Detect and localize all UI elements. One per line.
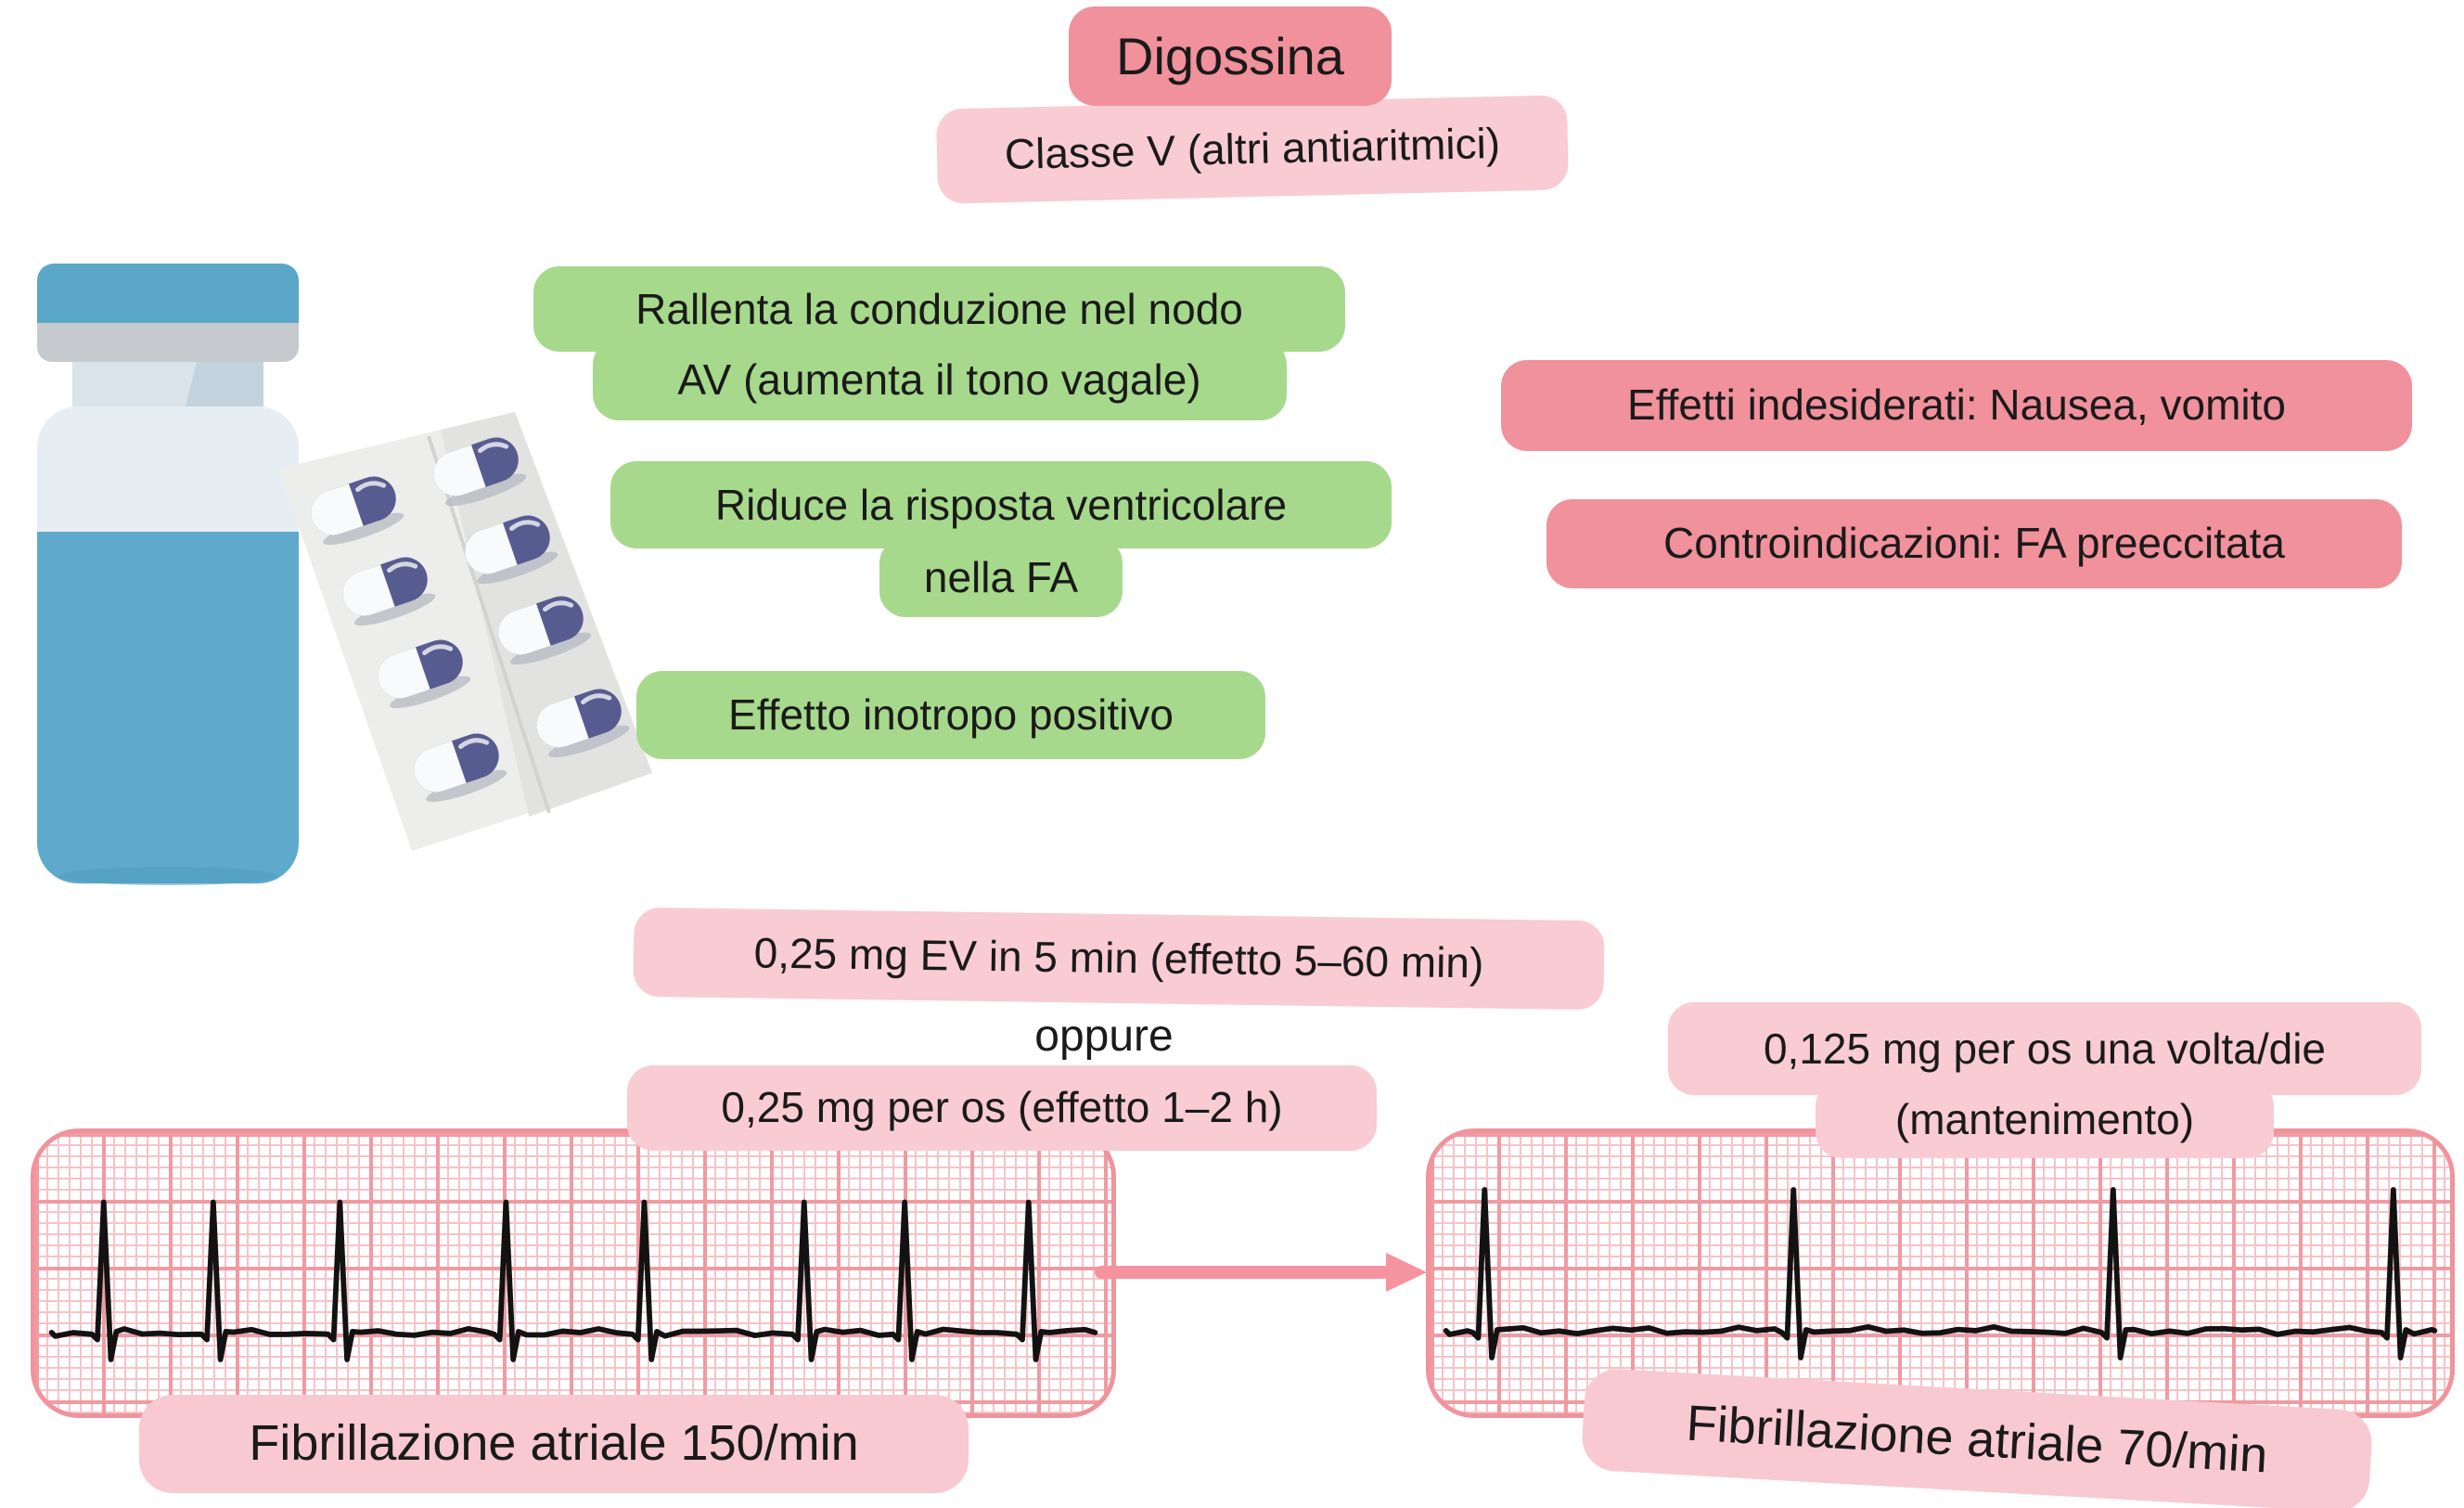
dose-oral-text: 0,25 mg per os (effetto 1–2 h) [721, 1083, 1283, 1132]
dose-maintenance-line: 0,125 mg per os una volta/die [1668, 1002, 2421, 1095]
blister-pack-icon [278, 412, 652, 851]
capsule-pill [433, 437, 527, 507]
side-effects-box: Effetti indesiderati: Nausea, vomito [1501, 360, 2412, 451]
ecg-trace-before [48, 1199, 1098, 1362]
vial-cap [37, 264, 299, 323]
dose-oral-box: 0,25 mg per os (effetto 1–2 h) [627, 1065, 1377, 1151]
note-line: Effetto inotropo positivo [728, 690, 1174, 739]
capsule-pill [378, 639, 471, 709]
mechanism-note-inotropic: Effetto inotropo positivo [636, 671, 1265, 759]
note-line: Rallenta la conduzione nel nodo [533, 266, 1345, 352]
vial-bottom-shade [58, 867, 277, 885]
dose-alternative-text: oppure [1034, 1012, 1174, 1061]
transition-arrow-head-icon [1386, 1253, 1427, 1292]
drug-class-text: Classe V (altri antiaritmici) [1004, 119, 1501, 179]
vial-liquid [37, 532, 299, 883]
mechanism-note-av-conduction: Rallenta la conduzione nel nodo AV (aume… [533, 266, 1345, 420]
drug-class-badge: Classe V (altri antiaritmici) [935, 95, 1570, 204]
ecg-before-label-text: Fibrillazione atriale 150/min [249, 1415, 859, 1472]
ecg-strip-after [1426, 1128, 2455, 1418]
ecg-strip-before [31, 1128, 1116, 1418]
vial-cap-band [37, 323, 299, 362]
side-effects-text: Effetti indesiderati: Nausea, vomito [1627, 380, 2286, 430]
mechanism-note-ventricular-response: Riduce la risposta ventricolare nella FA [610, 461, 1392, 617]
capsule-pill [498, 596, 592, 665]
ecg-trace-after [1443, 1187, 2438, 1360]
dose-iv-text: 0,25 mg EV in 5 min (effetto 5–60 min) [753, 928, 1484, 987]
page-title: Digossina [1069, 6, 1392, 106]
note-line: AV (aumenta il tono vagale) [592, 339, 1287, 420]
capsule-pill [465, 515, 558, 585]
dose-maintenance-line: (mantenimento) [1816, 1080, 2274, 1158]
vial-icon [37, 264, 299, 885]
dose-iv-box: 0,25 mg EV in 5 min (effetto 5–60 min) [633, 907, 1605, 1011]
transition-arrow-line [1095, 1266, 1390, 1279]
contraindications-box: Controindicazioni: FA preeccitata [1546, 499, 2402, 588]
capsule-pill [414, 733, 507, 803]
dose-maintenance-box: 0,125 mg per os una volta/die (mantenime… [1668, 1002, 2421, 1158]
ecg-after-label-text: Fibrillazione atriale 70/min [1685, 1395, 2269, 1484]
capsule-pill [536, 689, 630, 758]
capsule-pill [342, 557, 436, 626]
note-line: nella FA [879, 537, 1123, 617]
note-line: Riduce la risposta ventricolare [610, 461, 1392, 548]
capsule-pill [311, 476, 404, 546]
contraindications-text: Controindicazioni: FA preeccitata [1663, 519, 2285, 568]
medication-illustration [37, 264, 652, 885]
ecg-before-label: Fibrillazione atriale 150/min [139, 1395, 969, 1493]
dose-alternative-label: oppure [965, 1008, 1243, 1065]
page-title-text: Digossina [1116, 26, 1344, 85]
vial-neck-highlight [72, 362, 197, 406]
